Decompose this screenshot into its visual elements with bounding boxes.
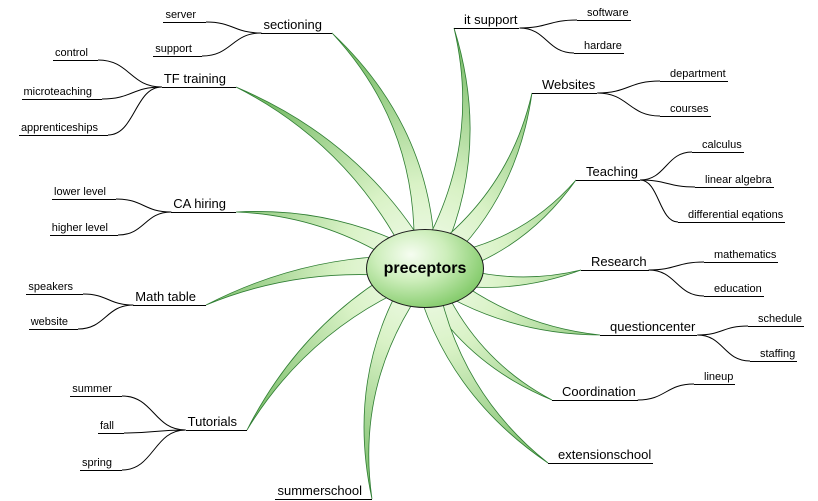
node-staffing[interactable]: staffing: [750, 347, 798, 362]
branch-wire: [117, 211, 172, 236]
branch-wire: [201, 32, 262, 57]
node-lower-level[interactable]: lower level: [52, 185, 116, 200]
branch-wire: [597, 92, 661, 117]
branch-petal: [363, 264, 437, 500]
branch-wire: [648, 261, 705, 271]
node-calculus[interactable]: calculus: [692, 138, 744, 153]
branch-wire: [101, 86, 162, 100]
branch-wire: [97, 59, 162, 88]
node-higher-level[interactable]: higher level: [49, 221, 118, 236]
node-hardare[interactable]: hardare: [574, 39, 624, 54]
node-support[interactable]: support: [153, 42, 202, 57]
branch-wire: [519, 19, 578, 29]
branch-wire: [77, 304, 134, 330]
node-summerschool[interactable]: summerschool: [275, 483, 372, 500]
node-department[interactable]: department: [660, 67, 728, 82]
node-tf-training[interactable]: TF training: [161, 71, 236, 88]
branch-wire: [640, 179, 696, 188]
branch-wire: [639, 179, 679, 223]
node-it-support[interactable]: it support: [454, 12, 520, 29]
node-tutorials[interactable]: Tutorials: [185, 414, 247, 431]
node-extensionschool[interactable]: extensionschool: [548, 447, 654, 464]
node-research[interactable]: Research: [581, 254, 649, 271]
node-differential-eqations[interactable]: differential eqations: [678, 208, 786, 223]
node-linear-algebra[interactable]: linear algebra: [695, 173, 774, 188]
branch-wire: [697, 325, 749, 336]
branch-wire: [121, 395, 186, 431]
node-schedule[interactable]: schedule: [748, 312, 805, 327]
node-mathematics[interactable]: mathematics: [704, 248, 779, 263]
node-microteaching[interactable]: microteaching: [21, 85, 102, 100]
branch-wire: [205, 21, 262, 34]
node-websites[interactable]: Websites: [532, 77, 598, 94]
branch-wire: [123, 429, 186, 434]
node-math-table[interactable]: Math table: [133, 289, 206, 306]
node-ca-hiring[interactable]: CA hiring: [171, 196, 236, 213]
node-courses[interactable]: courses: [660, 102, 711, 117]
branch-wire: [121, 429, 186, 471]
node-coordination[interactable]: Coordination: [552, 384, 638, 401]
node-sectioning[interactable]: sectioning: [261, 17, 332, 34]
node-summer[interactable]: summer: [70, 382, 122, 397]
node-spring[interactable]: spring: [80, 456, 122, 471]
node-lineup[interactable]: lineup: [694, 370, 736, 385]
node-speakers[interactable]: speakers: [26, 280, 83, 295]
node-teaching[interactable]: Teaching: [576, 164, 641, 181]
node-fall[interactable]: fall: [97, 419, 124, 434]
central-node[interactable]: preceptors: [366, 229, 484, 308]
node-software[interactable]: software: [577, 6, 631, 21]
node-website[interactable]: website: [28, 315, 78, 330]
branch-wire: [597, 80, 661, 94]
branch-wire: [115, 198, 172, 213]
branch-wire: [82, 293, 134, 306]
node-questioncenter[interactable]: questioncenter: [600, 319, 698, 336]
branch-wire: [519, 27, 575, 54]
node-server[interactable]: server: [163, 8, 206, 23]
branch-wire: [640, 151, 693, 181]
branch-wire: [697, 334, 751, 362]
node-education[interactable]: education: [704, 282, 764, 297]
node-control[interactable]: control: [52, 46, 98, 61]
branch-wire: [107, 86, 162, 136]
branch-wire: [637, 383, 695, 401]
branch-wire: [648, 269, 705, 297]
node-apprenticeships[interactable]: apprenticeships: [18, 121, 108, 136]
